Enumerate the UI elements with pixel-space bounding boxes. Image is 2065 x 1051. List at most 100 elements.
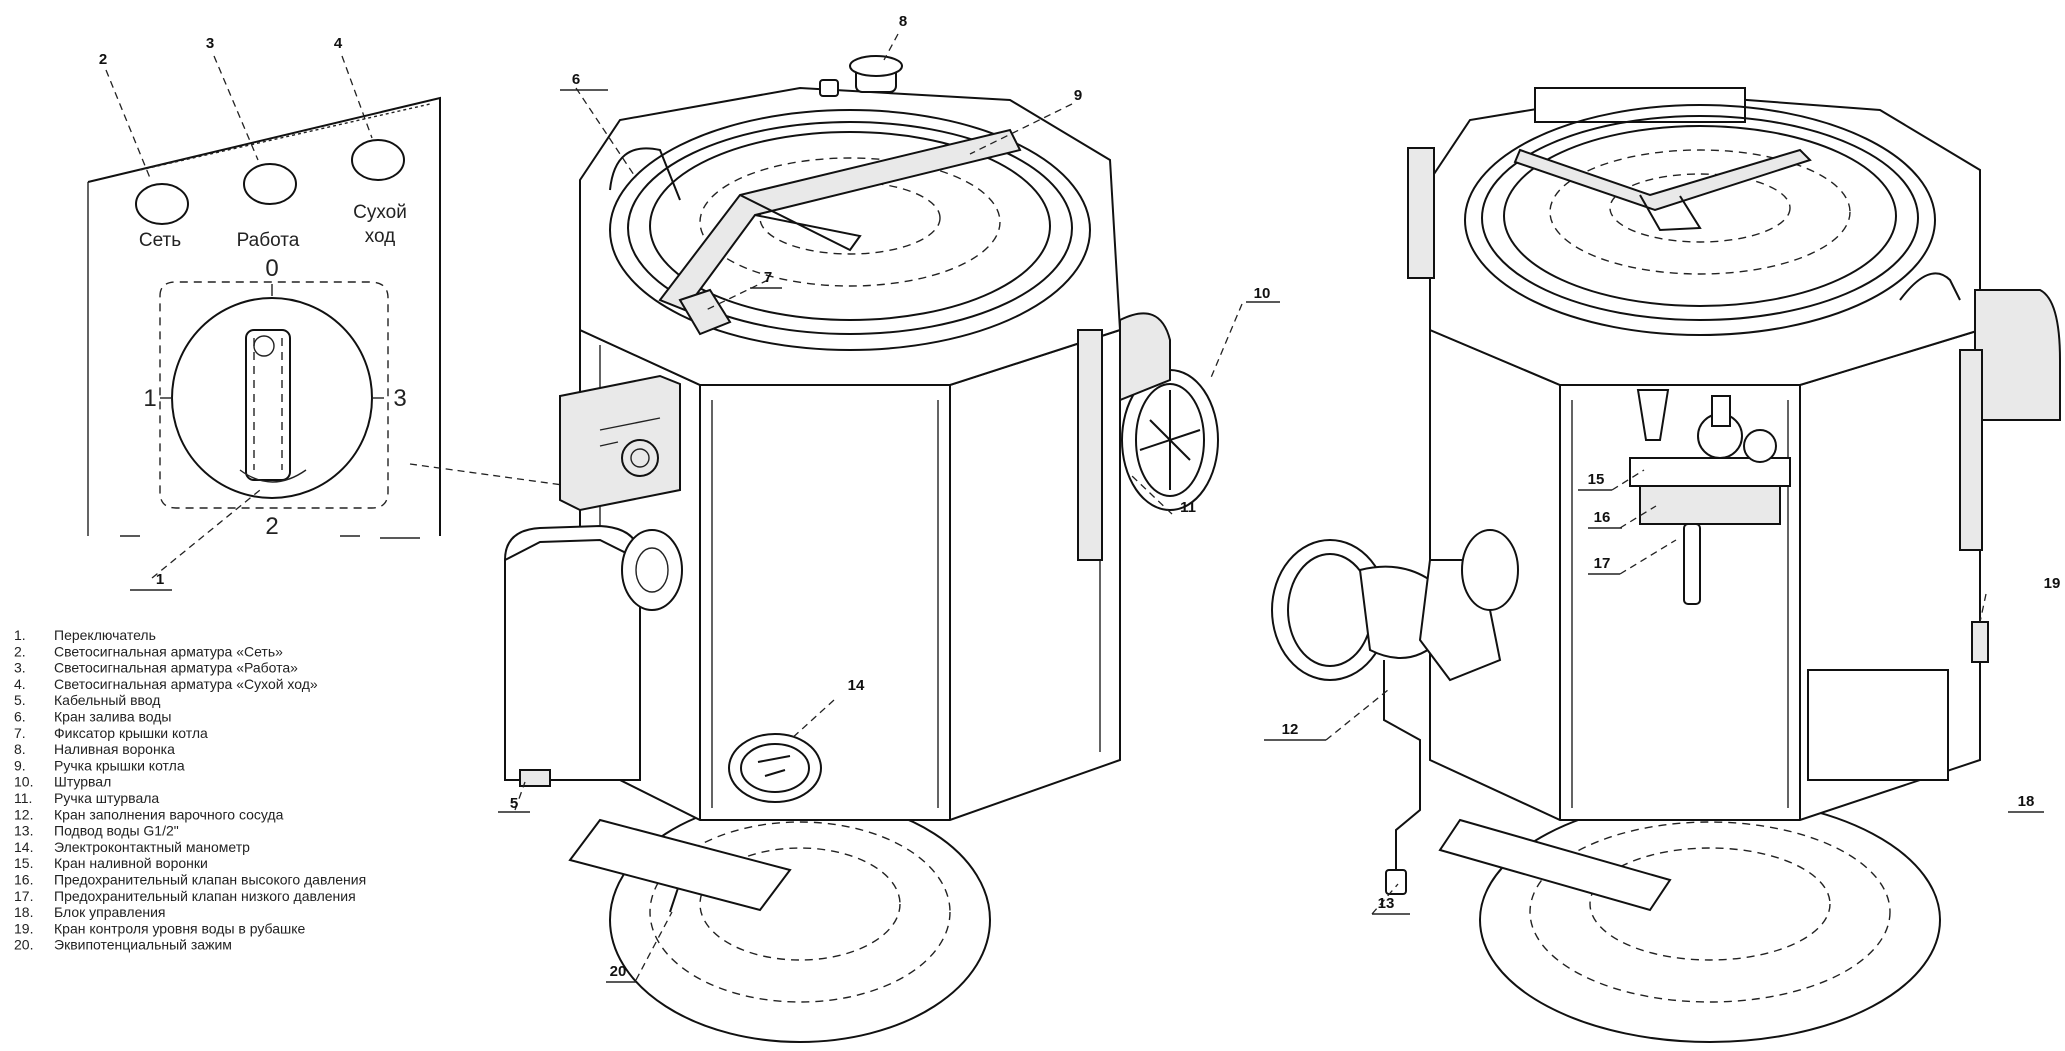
legend-item-number: 8.	[14, 741, 26, 757]
legend-item-text: Кран наливной воронки	[54, 855, 208, 871]
switch-mark-3: 3	[393, 385, 406, 412]
callout-15: 15	[1588, 471, 1605, 488]
legend-item-text: Наливная воронка	[54, 741, 175, 757]
callout-4: 4	[334, 35, 343, 52]
legend-item: 10. Штурвал	[14, 774, 111, 790]
legend-item-text: Ручка крышки котла	[54, 757, 185, 773]
callout-1: 1	[156, 571, 164, 588]
legend-item: 15. Кран наливной воронки	[14, 855, 208, 871]
parts-legend: 1. Переключатель 2. Светосигнальная арматур…	[14, 627, 366, 953]
legend-item: 12. Кран заполнения варочного сосуда	[14, 806, 284, 822]
lamp-work-label: Работа	[237, 230, 300, 251]
legend-item-text: Электроконтактный манометр	[54, 839, 250, 855]
callout-14: 14	[848, 677, 865, 694]
callout-numbers: 1 2 3 4 5 6 7 8 9 10 11 12 13 14 15 16 1…	[99, 13, 2061, 980]
legend-item-text: Кран залива воды	[54, 709, 172, 725]
callout-7: 7	[764, 269, 772, 286]
switch-mark-1: 1	[143, 385, 156, 412]
legend-item: 9. Ручка крышки котла	[14, 757, 185, 773]
legend-item-number: 13.	[14, 823, 33, 839]
legend-item-number: 6.	[14, 709, 26, 725]
legend-item-number: 11.	[14, 790, 32, 806]
legend-item-number: 14.	[14, 839, 33, 855]
legend-item-number: 17.	[14, 888, 33, 904]
callout-9: 9	[1074, 87, 1082, 104]
callout-17: 17	[1594, 555, 1611, 572]
legend-item-number: 12.	[14, 806, 33, 822]
kettle-front-view	[504, 55, 1219, 1043]
legend-item-number: 19.	[14, 920, 33, 936]
legend-item-text: Светосигнальная арматура «Работа»	[54, 660, 298, 676]
legend-item-number: 10.	[14, 774, 33, 790]
callout-6: 6	[572, 71, 580, 88]
legend-item-text: Ручка штурвала	[54, 790, 159, 806]
legend-item-number: 5.	[14, 692, 26, 708]
legend-item: 18. Блок управления	[14, 904, 166, 920]
switch-mark-0: 0	[265, 255, 278, 282]
rotary-switch	[171, 297, 373, 499]
legend-item-number: 16.	[14, 872, 33, 888]
legend-item-text: Предохранительный клапан низкого давлени…	[54, 888, 356, 904]
legend-item-text: Штурвал	[54, 774, 111, 790]
legend-item: 11. Ручка штурвала	[14, 790, 159, 806]
callout-2: 2	[99, 51, 107, 68]
legend-item: 13. Подвод воды G1/2"	[14, 823, 179, 839]
legend-item-number: 20.	[14, 937, 33, 953]
lamp-work-icon	[243, 163, 297, 205]
legend-item-number: 7.	[14, 725, 26, 741]
legend-item: 3. Светосигнальная арматура «Работа»	[14, 660, 298, 676]
callout-12: 12	[1282, 721, 1299, 738]
legend-item: 6. Кран залива воды	[14, 709, 172, 725]
callout-5: 5	[510, 795, 518, 812]
legend-item-text: Фиксатор крышки котла	[54, 725, 208, 741]
legend-item: 8. Наливная воронка	[14, 741, 175, 757]
legend-item-text: Предохранительный клапан высокого давлен…	[54, 872, 366, 888]
legend-item-number: 2.	[14, 643, 26, 659]
lamp-network-label: Сеть	[139, 230, 181, 251]
legend-item-text: Подвод воды G1/2"	[54, 823, 179, 839]
lamp-dry-run-icon	[351, 139, 405, 181]
switch-housing	[159, 281, 389, 509]
lamp-network-icon	[135, 183, 189, 225]
legend-item-text: Кран контроля уровня воды в рубашке	[54, 920, 306, 936]
legend-item-text: Светосигнальная арматура «Сеть»	[54, 643, 283, 659]
kettle-rear-view	[1271, 87, 2061, 1043]
legend-item: 14. Электроконтактный манометр	[14, 839, 250, 855]
callout-20: 20	[610, 963, 627, 980]
legend-item: 7. Фиксатор крышки котла	[14, 725, 208, 741]
legend-item-number: 1.	[14, 627, 26, 643]
lamp-dry-run-label-2: ход	[365, 226, 396, 247]
callout-11: 11	[1180, 499, 1196, 516]
switch-mark-2: 2	[265, 513, 278, 540]
legend-item: 16. Предохранительный клапан высокого дав…	[14, 872, 366, 888]
callout-3: 3	[206, 35, 214, 52]
legend-item-text: Переключатель	[54, 627, 156, 643]
callout-10: 10	[1254, 285, 1271, 302]
legend-item-number: 15.	[14, 855, 33, 871]
legend-item-text: Светосигнальная арматура «Сухой ход»	[54, 676, 318, 692]
callout-19: 19	[2044, 575, 2061, 592]
callout-13: 13	[1378, 895, 1395, 912]
legend-item: 4. Светосигнальная арматура «Сухой ход»	[14, 676, 318, 692]
legend-item: 1. Переключатель	[14, 627, 156, 643]
callout-leaders	[105, 33, 2044, 983]
legend-item-text: Блок управления	[54, 904, 166, 920]
legend-item-text: Кабельный ввод	[54, 692, 160, 708]
callout-18: 18	[2018, 793, 2035, 810]
legend-item-number: 4.	[14, 676, 26, 692]
legend-item: 19. Кран контроля уровня воды в рубашке	[14, 920, 306, 936]
legend-item-text: Кран заполнения варочного сосуда	[54, 806, 284, 822]
legend-item: 5. Кабельный ввод	[14, 692, 160, 708]
legend-item-text: Эквипотенциальный зажим	[54, 937, 232, 953]
lamp-dry-run-label-1: Сухой	[353, 202, 407, 223]
callout-16: 16	[1594, 509, 1611, 526]
callout-8: 8	[899, 13, 907, 30]
legend-item-number: 9.	[14, 757, 26, 773]
control-panel-detail: Сеть Работа Сухой ход 0 1 2 3	[87, 96, 571, 540]
legend-item: 17. Предохранительный клапан низкого давл…	[14, 888, 356, 904]
legend-item: 2. Светосигнальная арматура «Сеть»	[14, 643, 283, 659]
legend-item: 20. Эквипотенциальный зажим	[14, 937, 232, 953]
legend-item-number: 3.	[14, 660, 26, 676]
legend-item-number: 18.	[14, 904, 33, 920]
